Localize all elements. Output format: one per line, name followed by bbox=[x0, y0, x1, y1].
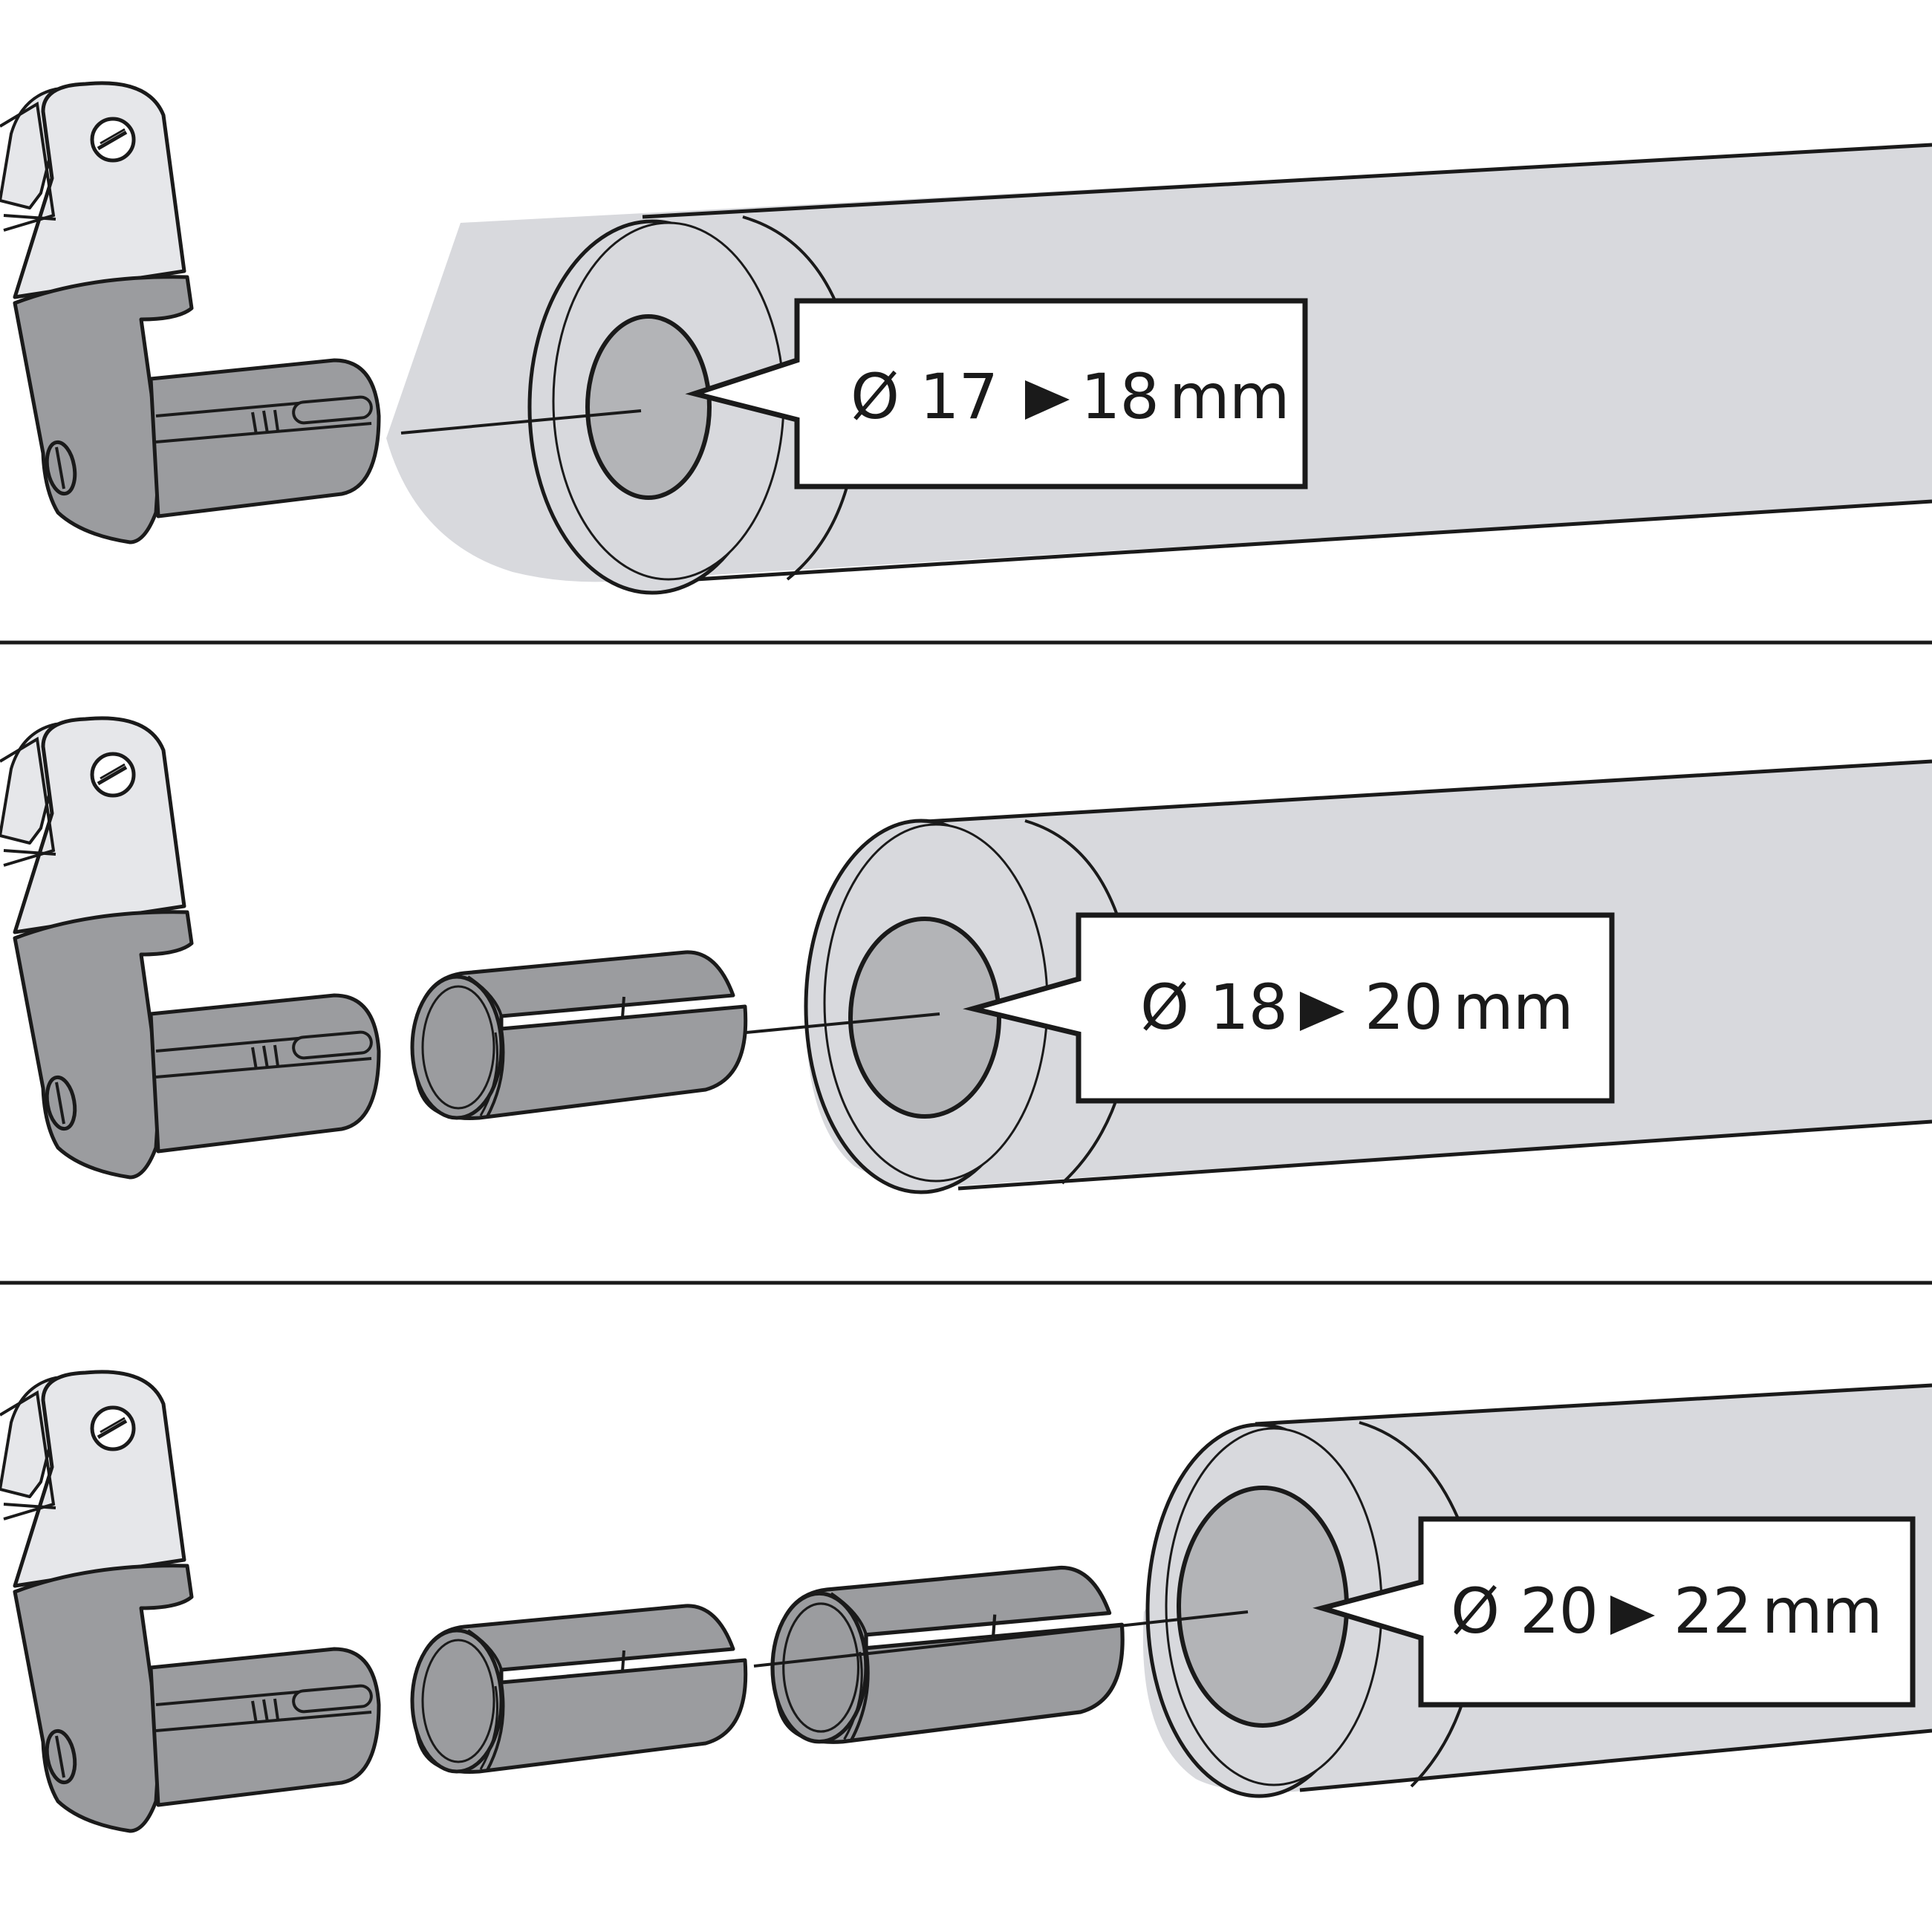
bracket-icon bbox=[0, 83, 379, 542]
diameter-to: 22 bbox=[1674, 1575, 1752, 1648]
diameter-symbol: Ø bbox=[850, 360, 899, 433]
diameter-to: 20 bbox=[1365, 971, 1443, 1044]
arrow-right-icon bbox=[1610, 1596, 1655, 1635]
sleeve-icon bbox=[773, 1568, 1122, 1743]
diameter-symbol: Ø bbox=[1451, 1575, 1499, 1648]
bracket-icon bbox=[0, 718, 379, 1177]
arrow-right-icon bbox=[1300, 992, 1344, 1031]
unit: mm bbox=[1453, 971, 1573, 1044]
diameter-to: 18 bbox=[1081, 360, 1159, 433]
diameter-from: 17 bbox=[920, 360, 998, 433]
svg-text:Ø20: Ø 20 bbox=[1451, 1575, 1598, 1648]
sleeve-icon bbox=[412, 952, 746, 1119]
bracket-icon bbox=[0, 1372, 379, 1831]
arrow-right-icon bbox=[1025, 380, 1070, 420]
diameter-from: 20 bbox=[1520, 1575, 1598, 1648]
diameter-symbol: Ø bbox=[1140, 971, 1188, 1044]
unit: mm bbox=[1169, 360, 1289, 433]
diameter-from: 18 bbox=[1209, 971, 1287, 1044]
svg-text:Ø17: Ø 17 bbox=[850, 360, 998, 433]
sleeve-icon bbox=[412, 1606, 746, 1772]
svg-text:Ø18: Ø 18 bbox=[1140, 971, 1287, 1044]
unit: mm bbox=[1762, 1575, 1882, 1648]
